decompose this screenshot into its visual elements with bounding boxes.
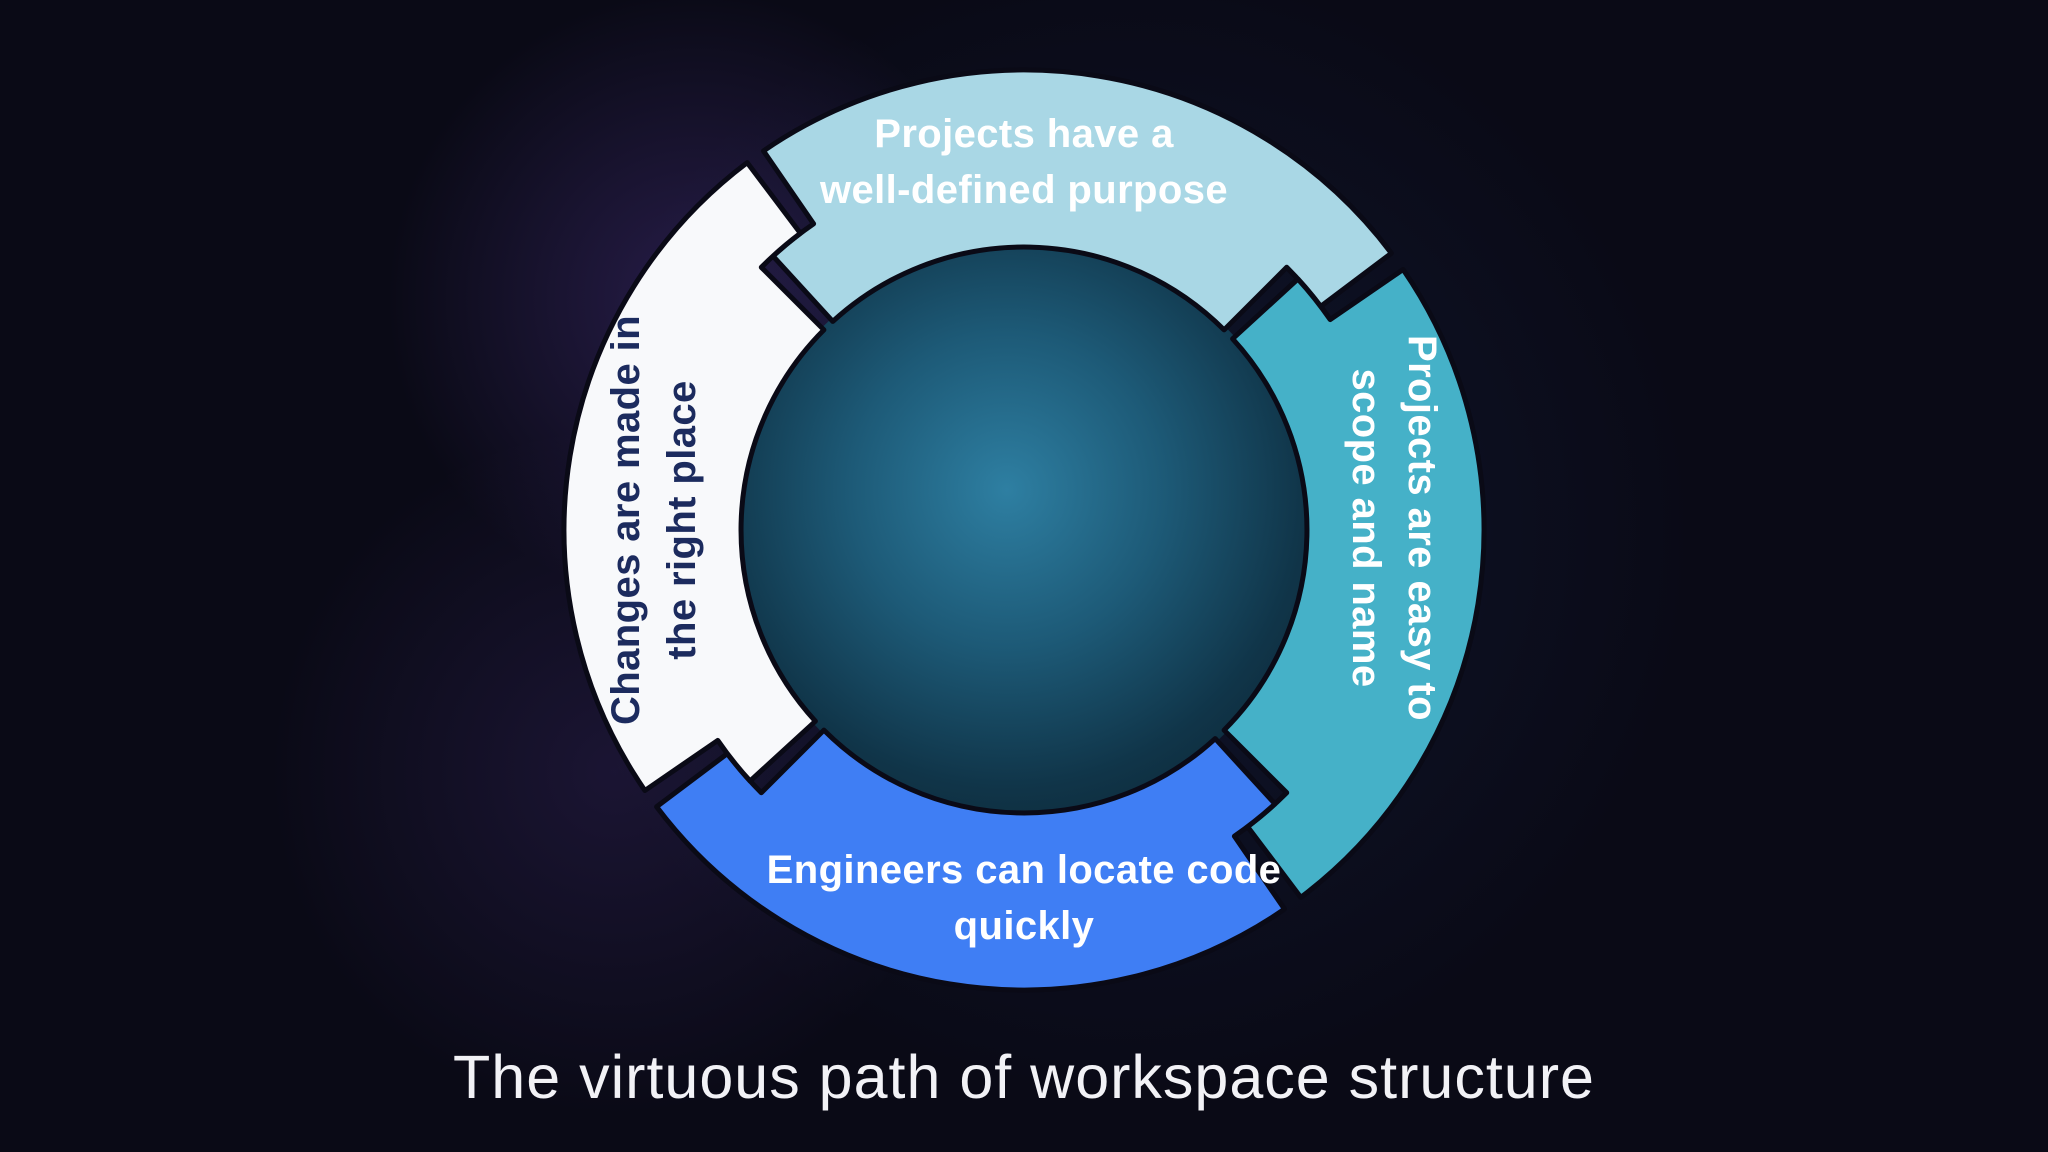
segment-label-changes: Changes are made in the right place	[598, 315, 710, 725]
segment-label-line: Changes are made in	[604, 315, 648, 725]
segment-label-line: scope and name	[1344, 368, 1388, 688]
diagram-title: The virtuous path of workspace structure	[453, 1043, 1595, 1111]
segment-label-line: the right place	[660, 380, 704, 660]
center-sphere	[738, 244, 1310, 816]
segment-label-line: well-defined purpose	[819, 168, 1229, 212]
segment-label-purpose: Projects have a well-defined purpose	[820, 106, 1228, 218]
cycle-segments	[561, 67, 1487, 993]
segment-label-line: Projects have a	[874, 112, 1174, 156]
segment-label-line: Projects are easy to	[1400, 335, 1444, 721]
segment-label-scope: Projects are easy to scope and name	[1338, 335, 1450, 721]
cycle-segment-left	[561, 160, 827, 793]
segment-label-locate: Engineers can locate code quickly	[767, 842, 1282, 954]
segment-label-line: quickly	[953, 904, 1095, 948]
segment-label-line: Engineers can locate code	[766, 848, 1282, 892]
